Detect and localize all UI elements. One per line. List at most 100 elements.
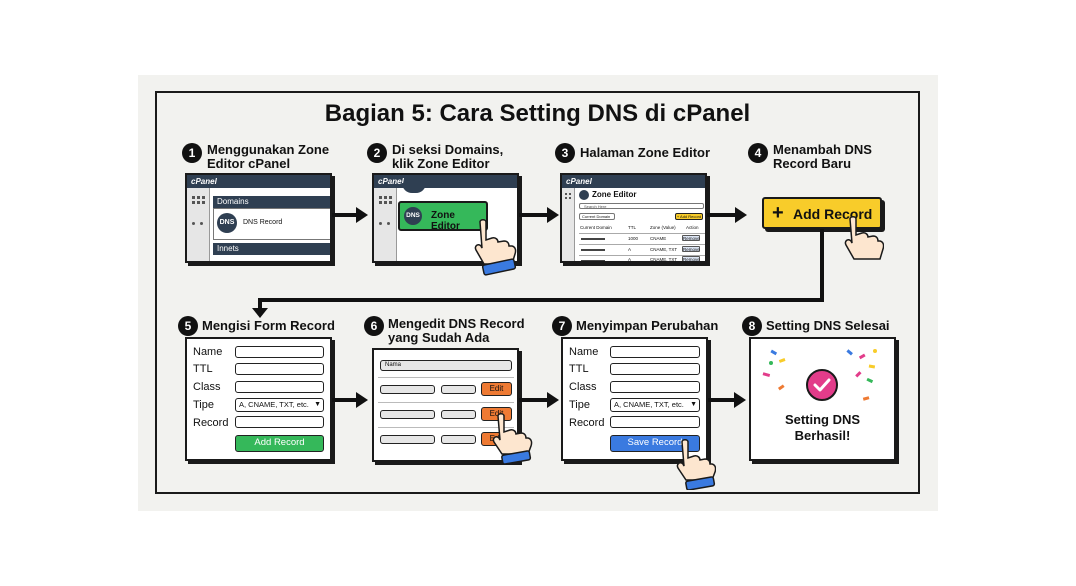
- label-ttl: TTL: [569, 363, 589, 375]
- cpanel-sidebar: [374, 188, 397, 261]
- col-zone-value: Zone (Value): [650, 225, 676, 230]
- pointing-hand-icon: [844, 216, 884, 260]
- dns-icon[interactable]: DNS: [217, 213, 237, 233]
- label-class: Class: [193, 381, 221, 393]
- row-3-ttl: A: [628, 257, 632, 262]
- step-5-label: Mengisi Form Record: [202, 318, 335, 333]
- row-2-type: CNAME, TXT: [650, 247, 678, 252]
- col-ttl: TTL: [628, 225, 637, 230]
- diagram-title: Bagian 5: Cara Setting DNS di cPanel: [324, 100, 751, 127]
- zone-add-record-button[interactable]: + Add Record: [675, 213, 703, 220]
- step-5-number: 5: [178, 316, 198, 336]
- section-innets-header: Innets: [213, 243, 330, 255]
- row-2-ttl: A: [628, 247, 632, 252]
- tipe-select-value: A, CNAME, TXT, etc.: [614, 400, 684, 409]
- label-tipe: Tipe: [193, 399, 214, 411]
- label-class: Class: [569, 381, 597, 393]
- chevron-down-icon: ▼: [314, 401, 321, 408]
- check-circle-icon: [806, 369, 838, 401]
- domains-section-box: DNS DNS Record: [213, 208, 330, 240]
- step-3-number: 3: [555, 143, 575, 163]
- cpanel-brand-bar: cPanel: [374, 175, 517, 188]
- label-ttl: TTL: [193, 363, 213, 375]
- nama-field[interactable]: Nama: [380, 360, 512, 371]
- row-3-type: CNAME, TXT: [650, 257, 678, 262]
- class-field[interactable]: [235, 381, 324, 393]
- record-field[interactable]: [235, 416, 324, 428]
- step-6-number: 6: [364, 316, 384, 336]
- diagram-frame: [155, 91, 920, 494]
- panel-6-edit-records: Nama Edit Edit Edit: [372, 348, 519, 462]
- ttl-field[interactable]: [610, 363, 700, 375]
- arrow-5-to-6: [332, 392, 368, 408]
- step-3-label: Halaman Zone Editor: [580, 145, 711, 160]
- tipe-select[interactable]: A, CNAME, TXT, etc.▼: [610, 398, 700, 412]
- step-8-label: Setting DNS Selesai: [766, 318, 890, 333]
- arrow-4-to-5-head: [252, 308, 268, 318]
- row-2-domain-placeholder: [581, 249, 605, 251]
- label-record: Record: [193, 417, 229, 429]
- step-2-number: 2: [367, 143, 387, 163]
- dns-icon: DNS: [404, 207, 422, 225]
- add-record-button[interactable]: + Add Record: [762, 197, 882, 229]
- save-record-button[interactable]: Save Record: [610, 435, 700, 452]
- row-1-remove-button[interactable]: Remove: [682, 235, 700, 241]
- record-3-field-b[interactable]: [441, 435, 476, 444]
- search-input[interactable]: Search Here: [579, 203, 704, 209]
- plus-icon: +: [772, 202, 784, 224]
- connector-left: [258, 298, 824, 302]
- section-domains-header: Domains: [213, 196, 330, 208]
- row-1-ttl: 1000: [628, 236, 639, 241]
- label-tipe: Tipe: [569, 399, 590, 411]
- row-3-remove-button[interactable]: Remove: [682, 256, 700, 262]
- row-1-domain-placeholder: [581, 238, 605, 240]
- dns-record-link[interactable]: DNS Record: [243, 219, 283, 226]
- record-field[interactable]: [610, 416, 700, 428]
- cpanel-sidebar: [562, 188, 575, 261]
- record-1-field-b[interactable]: [441, 385, 476, 394]
- record-2-field-a[interactable]: [380, 410, 435, 419]
- connector-down: [820, 229, 824, 301]
- step-1-number: 1: [182, 143, 202, 163]
- cpanel-sidebar: [187, 188, 210, 261]
- label-record: Record: [569, 417, 605, 429]
- panel-1-cpanel-domains: cPanel Domains DNS DNS Record Innets: [185, 173, 332, 263]
- dns-icon-partial: [402, 183, 426, 193]
- tipe-select-value: A, CNAME, TXT, etc.: [239, 400, 309, 409]
- domain-select[interactable]: Current Domain: [579, 213, 615, 220]
- panel-2-zone-editor-click: cPanel DNS Zone Editor: [372, 173, 519, 263]
- arrow-2-to-3: [519, 207, 559, 223]
- class-field[interactable]: [610, 381, 700, 393]
- arrow-1-to-2: [332, 207, 368, 223]
- record-3-field-a[interactable]: [380, 435, 435, 444]
- label-name: Name: [193, 346, 223, 358]
- add-record-submit[interactable]: Add Record: [235, 435, 324, 452]
- row-2-remove-button[interactable]: Remove: [682, 246, 700, 252]
- dns-icon: [579, 190, 589, 200]
- ttl-field[interactable]: [235, 363, 324, 375]
- panel-5-record-form: Name TTL Class Tipe A, CNAME, TXT, etc. ▼…: [185, 337, 332, 461]
- tipe-select[interactable]: A, CNAME, TXT, etc. ▼: [235, 398, 324, 412]
- step-8-number: 8: [742, 316, 762, 336]
- arrow-3-to-4: [707, 207, 747, 223]
- pointing-hand-icon: [492, 413, 533, 464]
- label-name: Name: [569, 346, 599, 358]
- zone-editor-button[interactable]: DNS Zone Editor: [398, 201, 488, 232]
- row-3-domain-placeholder: [581, 260, 605, 261]
- zone-editor-label: Zone Editor: [431, 210, 460, 232]
- record-2-field-b[interactable]: [441, 410, 476, 419]
- record-1-field-a[interactable]: [380, 385, 435, 394]
- panel-3-zone-editor-page: cPanel Zone Editor Search Here Current D…: [560, 173, 707, 263]
- cpanel-brand-bar: cPanel: [187, 175, 330, 188]
- edit-button-1[interactable]: Edit: [481, 382, 512, 396]
- step-7-label: Menyimpan Perubahan: [576, 318, 719, 333]
- confetti-icon: [762, 349, 877, 401]
- name-field[interactable]: [235, 346, 324, 358]
- col-action: Action: [686, 225, 699, 230]
- name-field[interactable]: [610, 346, 700, 358]
